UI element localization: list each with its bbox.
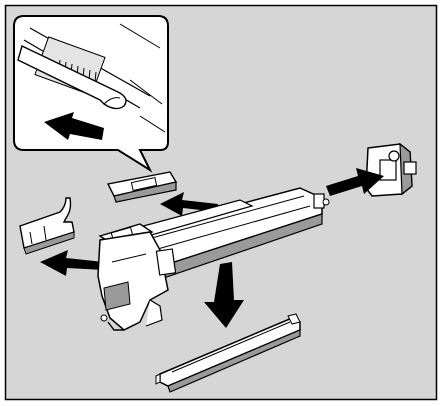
- detail-callout: [14, 16, 168, 170]
- end-cap-part: [366, 144, 416, 196]
